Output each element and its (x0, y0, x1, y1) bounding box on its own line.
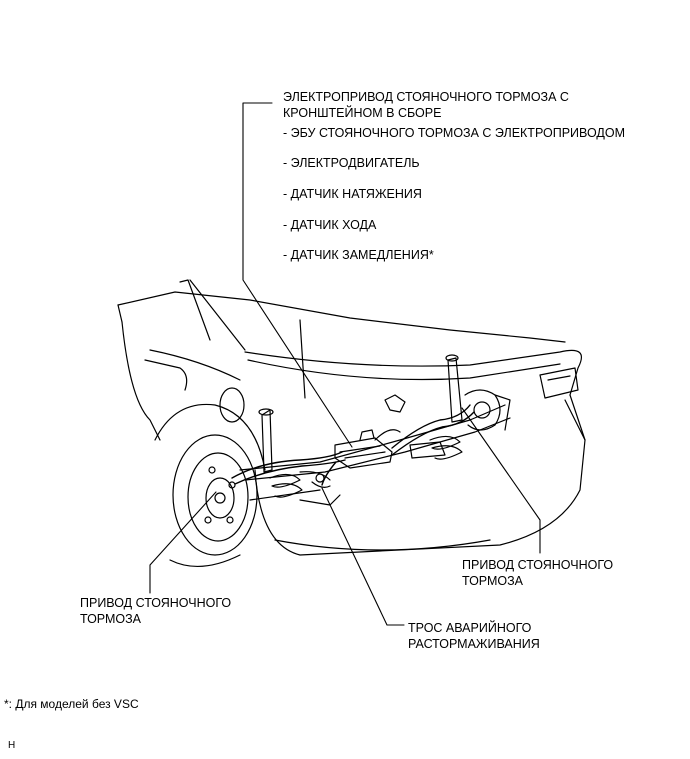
component-item-tension-sensor: - ДАТЧИК НАТЯЖЕНИЯ (283, 187, 422, 201)
corner-mark: H (8, 740, 16, 751)
parking-brake-cables (231, 404, 475, 486)
component-item-stroke-sensor: - ДАТЧИК ХОДА (283, 218, 377, 232)
left-actuator-label-line2: ТОРМОЗА (80, 612, 142, 626)
leader-lines (149, 102, 541, 626)
right-actuator-label-line2: ТОРМОЗА (462, 574, 524, 588)
epb-assembly-label-line1: ЭЛЕКТРОПРИВОД СТОЯНОЧНОГО ТОРМОЗА С (283, 90, 569, 104)
right-actuator-label: ПРИВОД СТОЯНОЧНОГО ТОРМОЗА (462, 557, 613, 589)
release-cable-label-line1: ТРОС АВАРИЙНОГО (408, 621, 532, 635)
left-actuator-label: ПРИВОД СТОЯНОЧНОГО ТОРМОЗА (80, 595, 231, 627)
release-cable-label-line2: РАСТОРМАЖИВАНИЯ (408, 637, 540, 651)
footnote: *: Для моделей без VSC (4, 697, 139, 711)
car-body-outline (117, 279, 586, 556)
right-actuator-label-line1: ПРИВОД СТОЯНОЧНОГО (462, 558, 614, 572)
component-item-deceleration-sensor: - ДАТЧИК ЗАМЕДЛЕНИЯ* (283, 248, 434, 262)
rear-wheel (154, 403, 266, 568)
epb-assembly-label: ЭЛЕКТРОПРИВОД СТОЯНОЧНОГО ТОРМОЗА С КРОН… (283, 89, 569, 121)
left-actuator-label-line1: ПРИВОД СТОЯНОЧНОГО (80, 596, 232, 610)
release-cable-label: ТРОС АВАРИЙНОГО РАСТОРМАЖИВАНИЯ (408, 620, 540, 652)
rear-suspension (239, 354, 511, 506)
component-item-ecu: - ЭБУ СТОЯНОЧНОГО ТОРМОЗА С ЭЛЕКТРОПРИВО… (283, 126, 626, 140)
epb-assembly-label-line2: КРОНШТЕЙНОМ В СБОРЕ (283, 106, 442, 120)
component-item-motor: - ЭЛЕКТРОДВИГАТЕЛЬ (283, 156, 420, 170)
epb-actuator-assembly (299, 429, 401, 488)
